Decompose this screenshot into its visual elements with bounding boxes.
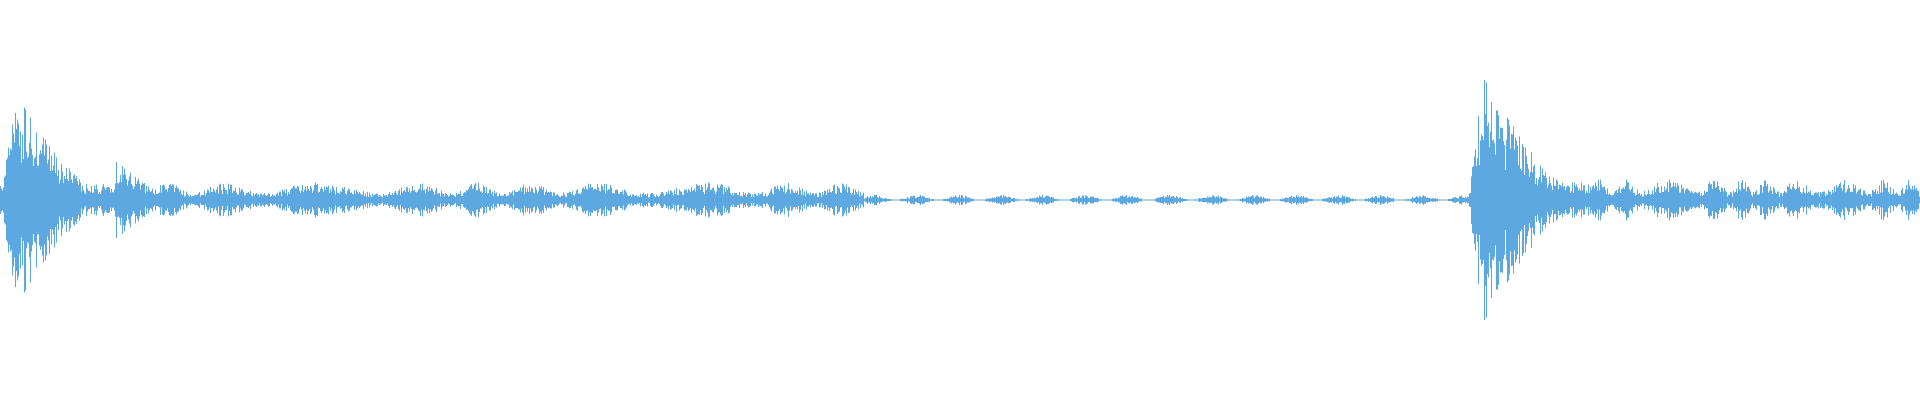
audio-waveform <box>0 79 1920 321</box>
waveform-plot <box>0 79 1920 321</box>
